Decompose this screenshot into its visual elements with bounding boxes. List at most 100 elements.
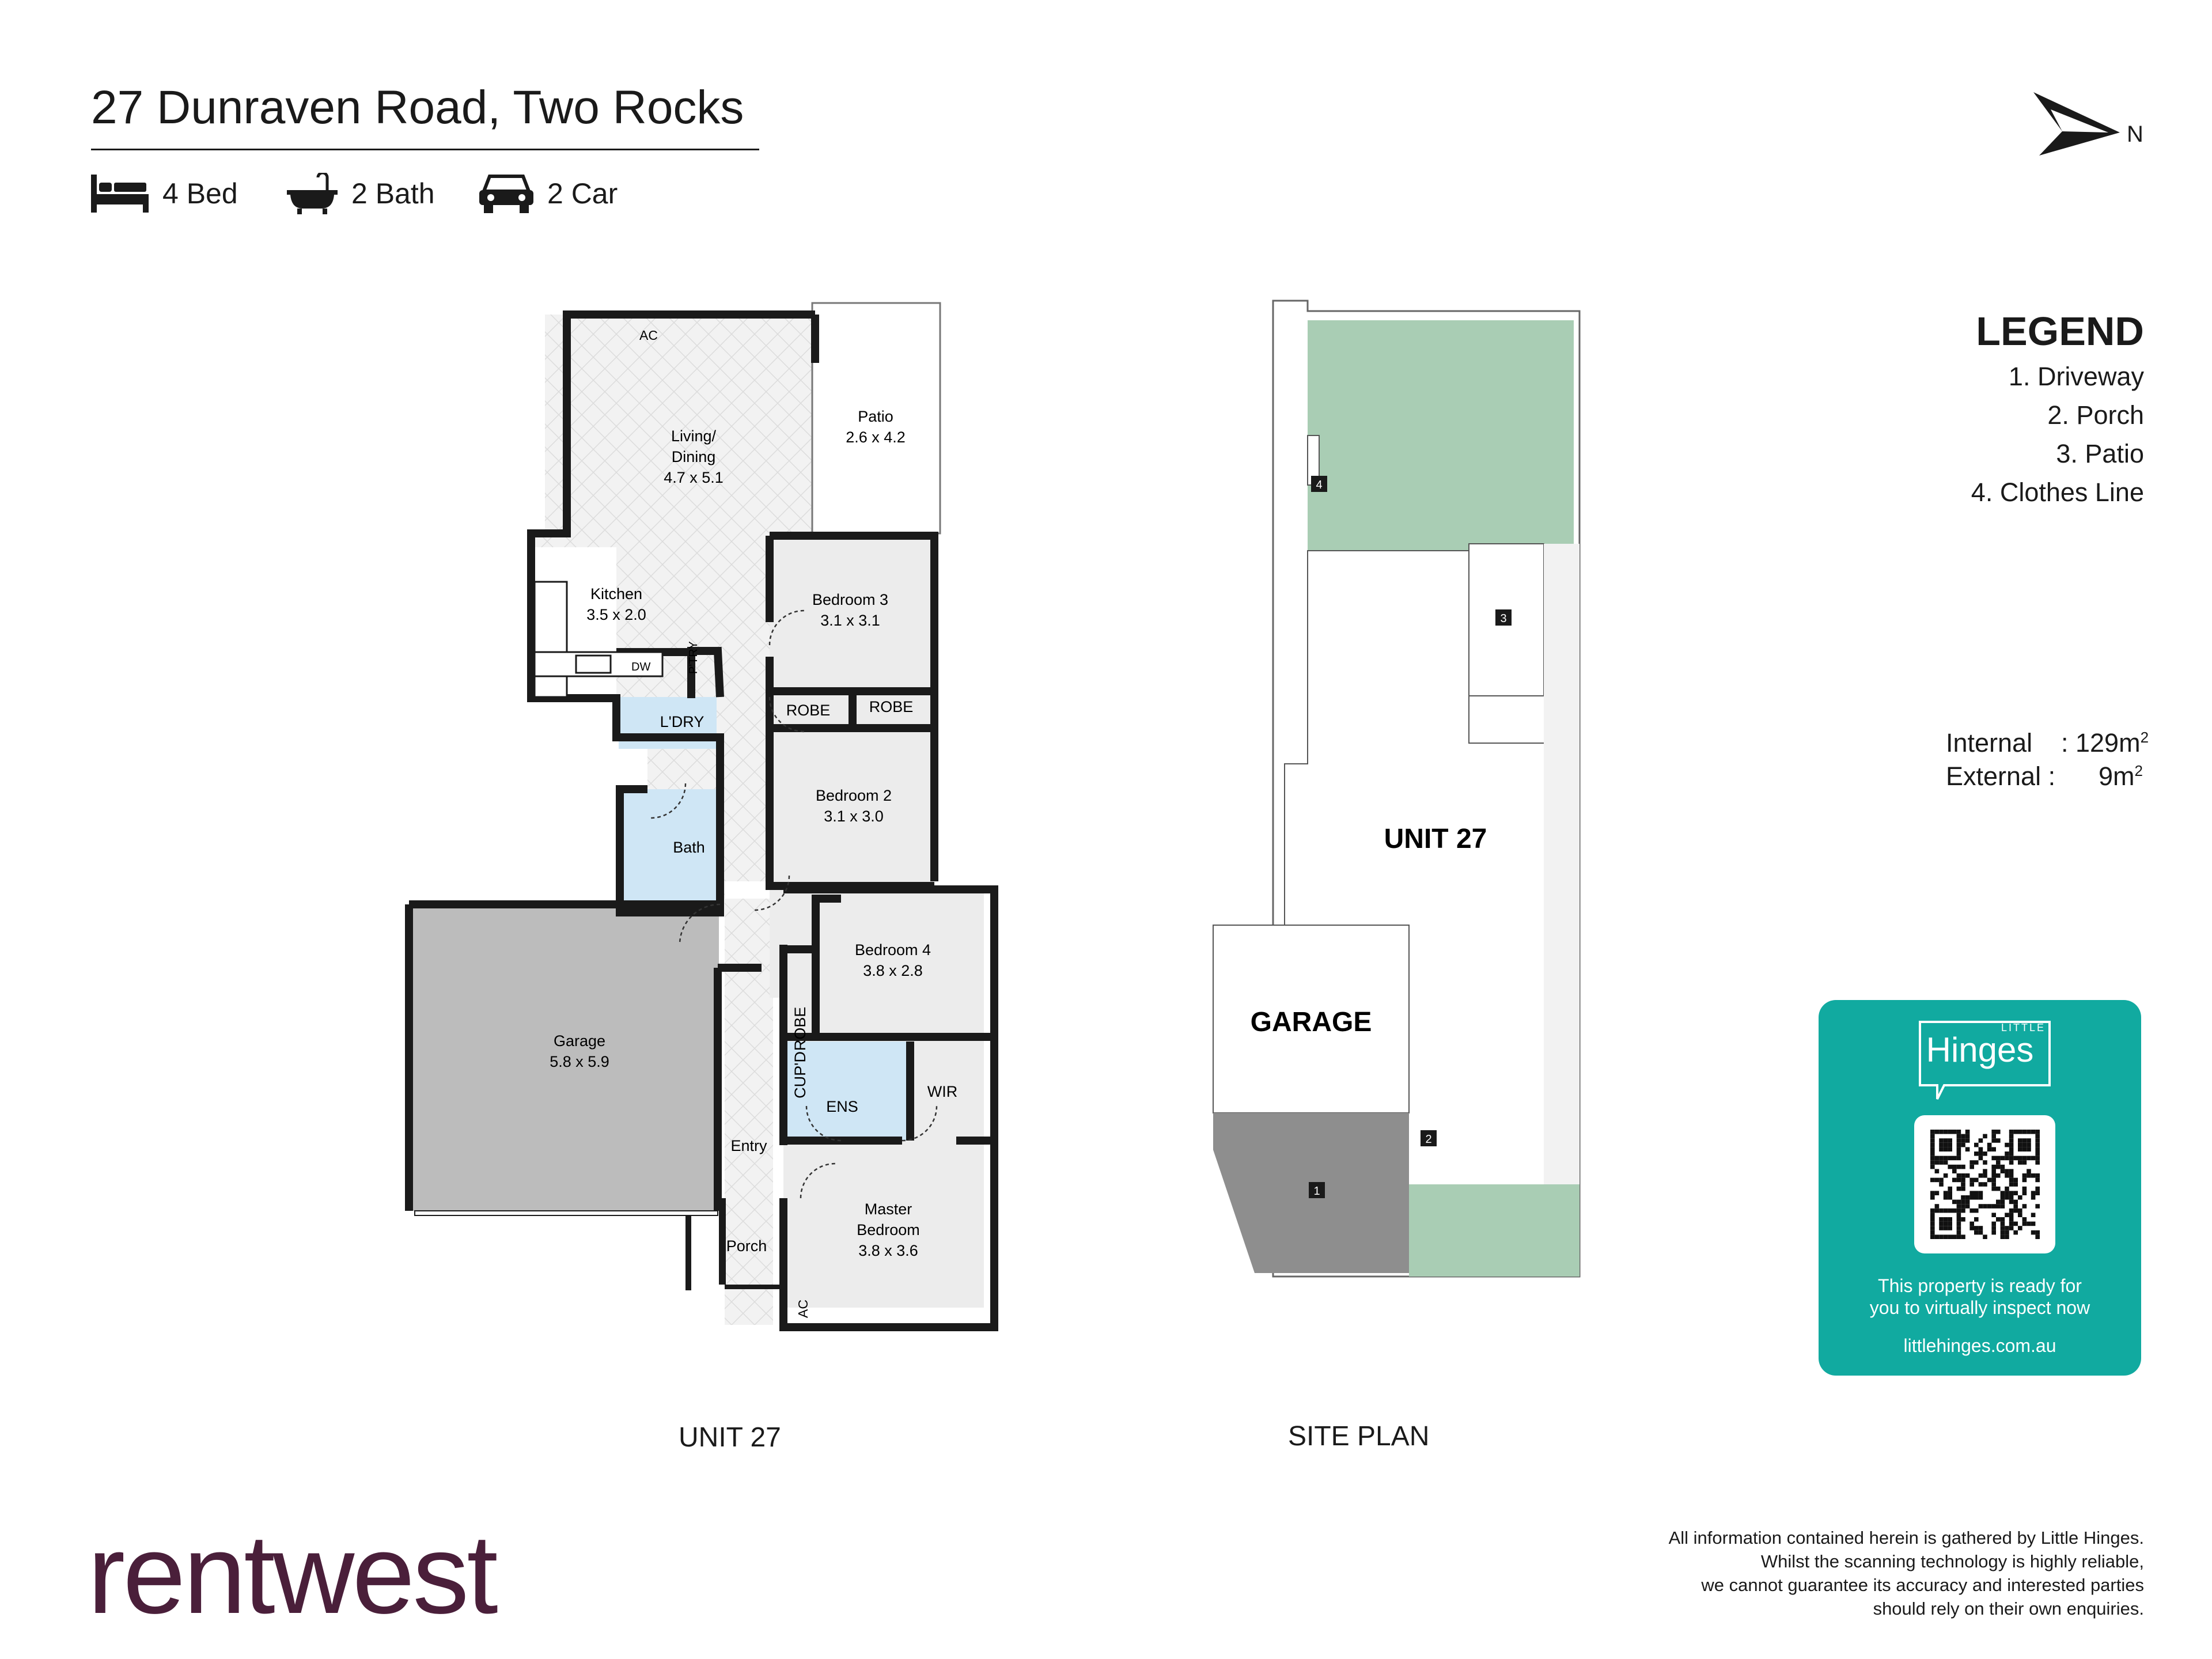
bed-icon: [91, 175, 149, 213]
garage-floor: [409, 904, 719, 1211]
porch-label: Porch: [726, 1237, 767, 1255]
marker-1: 1: [1313, 1185, 1320, 1198]
entry-frame: [685, 1215, 691, 1290]
site-unit-label: UNIT 27: [1384, 824, 1487, 854]
marker-1-box: [1309, 1182, 1325, 1198]
garage-door: [414, 1210, 718, 1216]
legend-item-clothes-line: 4. Clothes Line: [1971, 478, 2144, 507]
bath-icon: [287, 173, 338, 214]
cupd-label: CUP'D: [791, 1051, 809, 1099]
external-area-value: 9m: [2099, 762, 2135, 791]
site-plan-caption: SITE PLAN: [1288, 1421, 1430, 1452]
entry-label: Entry: [730, 1137, 767, 1154]
backyard-lawn: [1308, 320, 1574, 551]
compass-label: N: [2127, 122, 2143, 147]
walls: [405, 310, 998, 1331]
promo-brand: Hinges: [1926, 1031, 2034, 1069]
wir-label: WIR: [927, 1083, 957, 1100]
bedroom3-name: Bedroom 3: [812, 591, 888, 608]
garage-size: 5.8 x 5.9: [550, 1053, 609, 1070]
master-name-1: Master: [865, 1200, 912, 1218]
feature-bed-label: 4 Bed: [162, 177, 238, 210]
feature-car-label: 2 Car: [547, 177, 618, 210]
master-size: 3.8 x 3.6: [858, 1242, 918, 1259]
ens-label: ENS: [826, 1098, 858, 1115]
promo-line2: you to virtually inspect now: [1869, 1297, 2090, 1318]
marker-3: 3: [1500, 612, 1506, 625]
patio-size: 2.6 x 4.2: [846, 429, 906, 446]
feature-bath: 2 Bath: [287, 171, 435, 217]
marker-3-box: [1495, 609, 1512, 626]
disclaimer-line-4: should rely on their own enquiries.: [1873, 1599, 2144, 1619]
ac-bottom-label: AC: [796, 1300, 810, 1318]
legend-item-driveway: 1. Driveway: [2008, 362, 2144, 391]
laundry-label: L'DRY: [660, 713, 704, 730]
page-title: 27 Dunraven Road, Two Rocks: [91, 81, 744, 134]
bath-label: Bath: [673, 839, 705, 856]
floor-plan-caption: UNIT 27: [679, 1422, 781, 1453]
external-area-label: External :: [1946, 762, 2056, 791]
bath-floor: [620, 789, 717, 912]
garage-name: Garage: [554, 1032, 605, 1050]
internal-area-value: : 129m: [2061, 728, 2141, 757]
sink-icon: [575, 654, 612, 674]
promo-url[interactable]: littlehinges.com.au: [1903, 1335, 2056, 1356]
marker-2-box: [1421, 1130, 1437, 1146]
site-garage-label: GARAGE: [1251, 1007, 1372, 1037]
promo-brand-small: LITTLE: [2001, 1022, 2046, 1033]
disclaimer-line-1: All information contained herein is gath…: [1668, 1528, 2144, 1548]
site-plan: 4 3 2 1 UNIT 27 GARAGE: [1213, 300, 1581, 1278]
promo-line1: This property is ready for: [1878, 1275, 2082, 1296]
ensuite-floor: [786, 1041, 910, 1141]
site-garage: [1213, 925, 1410, 1113]
rentwest-logo: rentwest: [88, 1511, 498, 1637]
marker-4-box: [1311, 476, 1327, 492]
legend-title: LEGEND: [1976, 309, 2144, 354]
qr-code-icon: [1930, 1130, 2040, 1239]
robe-right-label: ROBE: [869, 698, 914, 715]
door-swings: [650, 609, 938, 1199]
legend-item-porch: 2. Porch: [2047, 400, 2144, 430]
living-size: 4.7 x 5.1: [664, 469, 724, 486]
external-area: External : 9m2: [1946, 762, 2143, 791]
dw-label: DW: [631, 661, 650, 673]
disclaimer-line-3: we cannot guarantee its accuracy and int…: [1701, 1575, 2144, 1595]
robe-left-label: ROBE: [786, 702, 831, 719]
bedroom3-size: 3.1 x 3.1: [820, 612, 880, 629]
legend-item-patio: 3. Patio: [2056, 439, 2144, 468]
speech-bubble-icon: [1919, 1021, 2051, 1100]
floor-plan: Living/ Dining 4.7 x 5.1 Patio 2.6 x 4.2…: [405, 302, 998, 1331]
side-path: [1544, 544, 1580, 1206]
ptry-label: P'TRY: [687, 641, 700, 674]
robe-vert-label: ROBE: [791, 1007, 809, 1051]
feature-bed: 4 Bed: [91, 171, 238, 217]
marker-4: 4: [1316, 479, 1322, 491]
master-name-2: Bedroom: [857, 1221, 920, 1238]
qr-code[interactable]: [1914, 1115, 2055, 1253]
car-icon: [479, 175, 533, 213]
patio-area: [811, 302, 941, 535]
patio-name: Patio: [858, 408, 893, 425]
kitchen-size: 3.5 x 2.0: [586, 606, 646, 623]
feature-bath-label: 2 Bath: [351, 177, 435, 210]
ac-top-label: AC: [639, 328, 658, 343]
internal-area: Internal : 129m2: [1946, 728, 2149, 758]
bedroom4-size: 3.8 x 2.8: [863, 962, 923, 979]
marker-2: 2: [1425, 1133, 1431, 1146]
living-name-2: Dining: [672, 448, 716, 465]
external-area-unit: 2: [2134, 762, 2143, 779]
porch-wall: [719, 1198, 726, 1285]
living-name-1: Living/: [671, 427, 717, 445]
internal-area-label: Internal: [1946, 728, 2033, 757]
disclaimer-line-2: Whilst the scanning technology is highly…: [1760, 1551, 2144, 1571]
bedroom2-size: 3.1 x 3.0: [824, 808, 884, 825]
kitchen-bench: [533, 581, 568, 698]
kitchen-name: Kitchen: [590, 585, 642, 603]
north-arrow-icon: N: [2033, 92, 2143, 156]
bedroom4-name: Bedroom 4: [855, 941, 931, 959]
bedroom2-name: Bedroom 2: [816, 787, 892, 804]
virtual-inspection-card[interactable]: LITTLE Hinges This property is ready for…: [1819, 1000, 2141, 1376]
title-underline: [91, 149, 759, 150]
internal-area-unit: 2: [2140, 729, 2149, 746]
porch-step: [725, 1285, 783, 1289]
